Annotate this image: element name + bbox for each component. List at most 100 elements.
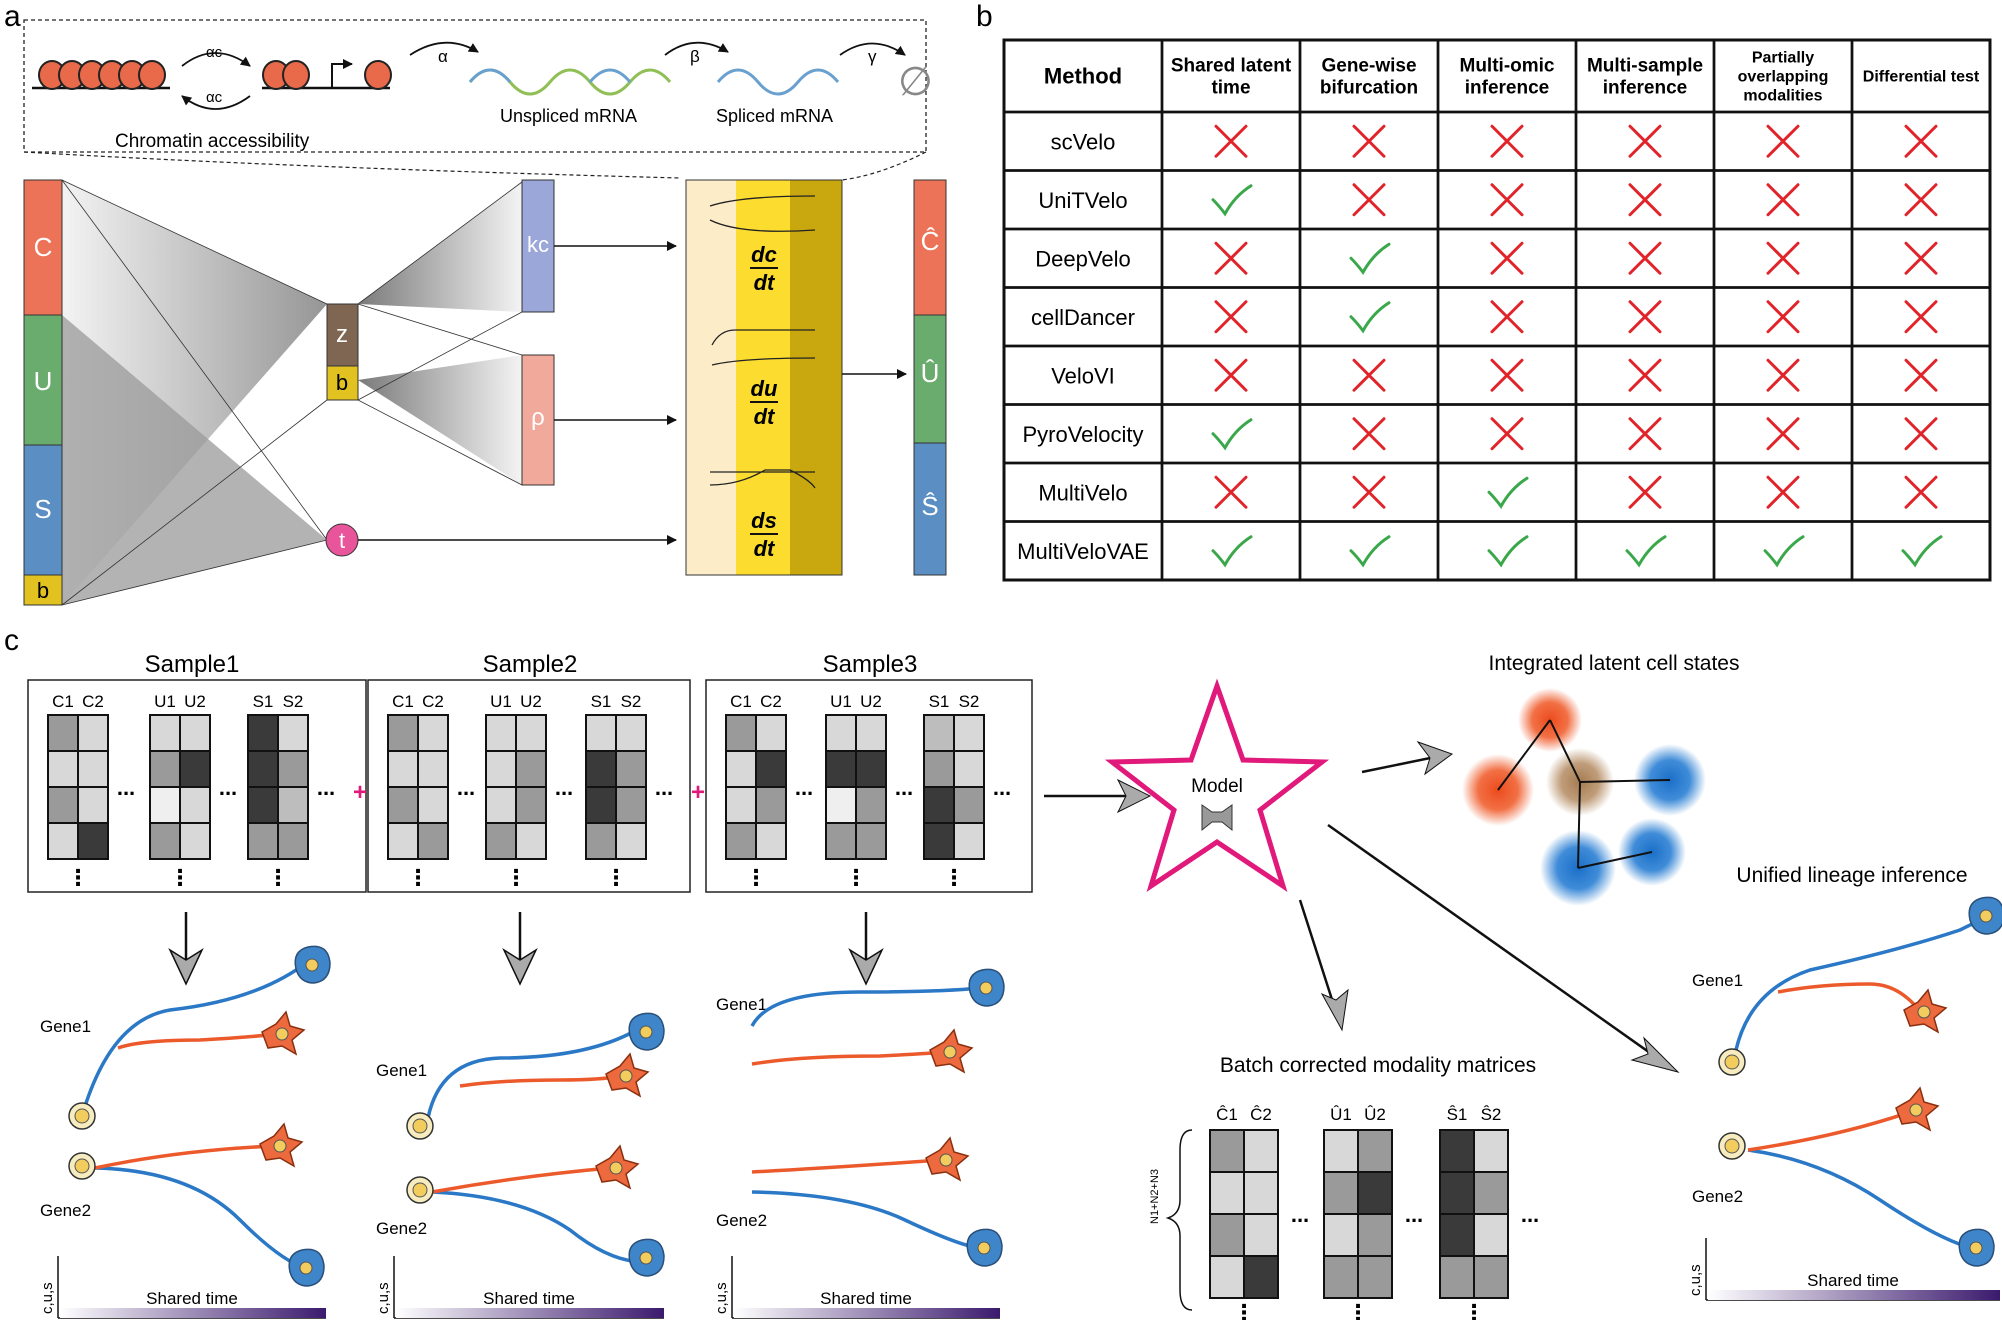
cross-icon xyxy=(1628,300,1662,334)
output-s-block xyxy=(913,442,947,576)
model-star xyxy=(1104,678,1330,892)
kinetics-inset: αc αc Chromatin accessibility α Unsplice… xyxy=(23,19,933,153)
matrix-cell xyxy=(585,714,617,752)
matrix-cell xyxy=(179,786,211,824)
output-u-label: Û xyxy=(921,358,940,388)
ode-du-num: du xyxy=(751,376,778,401)
batch-col-label: Ĉ2 xyxy=(1250,1105,1272,1124)
matrix-col-label: C2 xyxy=(422,692,444,711)
chromatin-label: Chromatin accessibility xyxy=(115,131,310,152)
matrix-cell xyxy=(247,786,279,824)
alpha-c-close: αc xyxy=(206,89,223,106)
cross-icon xyxy=(1766,417,1800,451)
batch-col-label: Ĉ1 xyxy=(1216,1105,1238,1124)
matrix-cell xyxy=(515,822,547,860)
matrix-cell xyxy=(1473,1171,1509,1215)
cell-nucleus xyxy=(939,1153,953,1167)
cross-icon xyxy=(1766,124,1800,158)
axis-x-label: Shared time xyxy=(1807,1271,1899,1290)
axis-y-label: c,u,s xyxy=(39,1282,56,1314)
plus-2: + xyxy=(691,779,705,806)
sample3-title: Sample3 xyxy=(823,651,918,678)
matrix-cell xyxy=(615,714,647,752)
input-s-label: S xyxy=(34,494,51,524)
horizontal-ellipsis: ... xyxy=(117,775,135,800)
arrowhead-to-latent xyxy=(1416,740,1454,776)
gene-label: Gene2 xyxy=(376,1219,427,1238)
matrix-cell xyxy=(755,750,787,788)
input-u-label: U xyxy=(34,366,53,396)
cross-icon xyxy=(1628,475,1662,509)
matrix-cell xyxy=(615,822,647,860)
matrix-cell xyxy=(923,750,955,788)
lineage-title: Unified lineage inference xyxy=(1736,864,1967,887)
matrix-cell xyxy=(485,714,517,752)
check-icon xyxy=(1349,535,1391,568)
matrix-cell xyxy=(1209,1213,1245,1257)
matrix-cell xyxy=(485,786,517,824)
cell-nucleus xyxy=(639,1025,653,1039)
shared-time-gradient xyxy=(1708,1290,2000,1300)
batch-title: Batch corrected modality matrices xyxy=(1220,1054,1536,1077)
axis-x-label: Shared time xyxy=(146,1289,238,1308)
matrix-col-label: S1 xyxy=(591,692,612,711)
matrix-cell xyxy=(755,714,787,752)
matrix-cell xyxy=(953,750,985,788)
matrix-cell xyxy=(923,714,955,752)
ode-s-curve xyxy=(709,469,816,489)
cell-nucleus xyxy=(273,1139,287,1153)
cross-icon xyxy=(1490,241,1524,275)
red-lineage-path xyxy=(431,1166,611,1194)
check-icon xyxy=(1211,418,1253,451)
matrix-cell xyxy=(77,786,109,824)
gene-label: Gene1 xyxy=(1692,971,1743,990)
matrix-cell xyxy=(1439,1171,1475,1215)
matrix-cell xyxy=(1323,1255,1359,1299)
matrix-cell xyxy=(515,786,547,824)
matrix-cell xyxy=(47,714,79,752)
latent-b-label: b xyxy=(336,370,348,395)
vertical-ellipsis: ⋮ xyxy=(67,866,89,891)
gene-label: Gene1 xyxy=(40,1017,91,1036)
red-lineage-path xyxy=(1747,1110,1911,1152)
horizontal-ellipsis: ... xyxy=(219,775,237,800)
matrix-col-label: U2 xyxy=(860,692,882,711)
output-u-block xyxy=(913,314,947,444)
check-icon xyxy=(1625,535,1667,568)
check-icon xyxy=(1487,535,1529,568)
vertical-ellipsis: ⋮ xyxy=(407,866,429,891)
spliced-mrna-wave xyxy=(716,68,840,96)
matrix-cell xyxy=(923,786,955,824)
gene-label: Gene1 xyxy=(376,1061,427,1080)
cross-icon xyxy=(1904,358,1938,392)
matrix-cell xyxy=(953,714,985,752)
cross-icon xyxy=(1628,183,1662,217)
gamma-label: γ xyxy=(868,47,877,66)
matrix-col-label: S1 xyxy=(929,692,950,711)
matrix-cell xyxy=(1323,1171,1359,1215)
cross-icon xyxy=(1352,417,1386,451)
vertical-ellipsis: ⋮ xyxy=(1233,1301,1255,1320)
cross-icon xyxy=(1904,300,1938,334)
horizontal-ellipsis: ... xyxy=(555,775,573,800)
cross-icon xyxy=(1490,183,1524,217)
ode-c-curve xyxy=(709,195,816,232)
matrix-cell xyxy=(47,750,79,788)
matrix-cell xyxy=(515,714,547,752)
cross-icon xyxy=(1766,475,1800,509)
matrix-cell xyxy=(1473,1255,1509,1299)
matrix-cell xyxy=(1439,1129,1475,1173)
vertical-ellipsis: ⋮ xyxy=(943,866,965,891)
cell-nucleus xyxy=(619,1069,633,1083)
matrix-cell xyxy=(77,822,109,860)
latent-z-block xyxy=(326,303,359,367)
closed-chromatin-icon xyxy=(38,60,166,90)
arrowhead-to-model xyxy=(1116,778,1152,814)
cross-icon xyxy=(1490,300,1524,334)
cross-icon xyxy=(1214,358,1248,392)
cell-nucleus xyxy=(1979,909,1993,923)
method-name: VeloVI xyxy=(1051,363,1115,388)
matrix-cell xyxy=(47,786,79,824)
ode-dc-num: dc xyxy=(751,242,777,267)
